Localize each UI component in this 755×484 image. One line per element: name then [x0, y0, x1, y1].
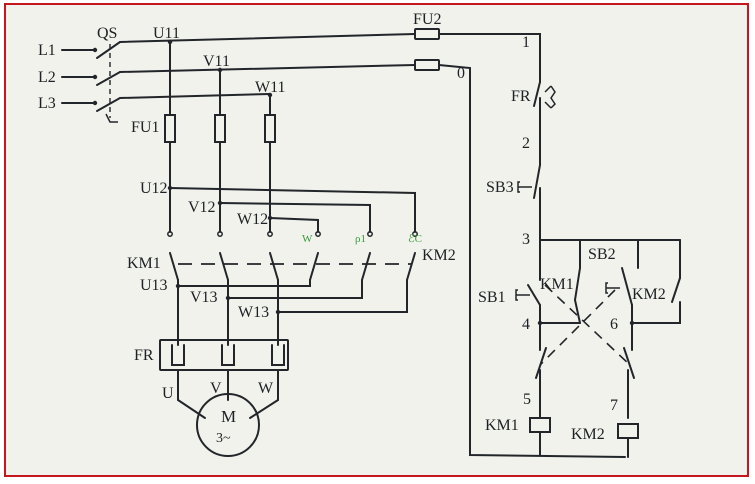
- motor-symbol: [196, 393, 260, 457]
- label-v12: V12: [188, 199, 216, 216]
- label-w11: W11: [255, 79, 286, 96]
- label-node-0: 0: [457, 65, 465, 82]
- label-node-7: 7: [610, 397, 618, 414]
- label-node-3: 3: [522, 231, 530, 248]
- km2-coil: [617, 423, 639, 439]
- label-motor-phase: 3~: [216, 431, 231, 446]
- label-u12: U12: [140, 180, 168, 197]
- label-faint-c: ℰC: [408, 233, 422, 245]
- label-u: U: [162, 385, 174, 402]
- label-v13: V13: [190, 289, 218, 306]
- label-w13: W13: [238, 304, 269, 321]
- label-fu1: FU1: [131, 119, 159, 136]
- control-circuit: [515, 81, 681, 458]
- label-node-4: 4: [522, 316, 530, 333]
- label-l2: L2: [38, 69, 56, 86]
- label-qs: QS: [97, 25, 117, 42]
- label-fr-control: FR: [511, 88, 531, 105]
- label-u11: U11: [153, 25, 180, 42]
- main-bus: [119, 28, 626, 458]
- label-w12: W12: [237, 211, 268, 228]
- label-km1-aux: KM1: [540, 276, 574, 293]
- label-fr-main: FR: [134, 347, 154, 364]
- label-l3: L3: [38, 95, 56, 112]
- label-l1: L1: [38, 42, 56, 59]
- label-km1-coil: KM1: [485, 417, 519, 434]
- label-km2-aux: KM2: [632, 286, 666, 303]
- label-node-5: 5: [523, 391, 531, 408]
- label-motor-m: M: [221, 407, 236, 426]
- label-faint-a: W: [302, 233, 313, 245]
- km1-coil: [529, 417, 551, 433]
- labels: L1 L2 L3 QS U11 V11 W11 FU1 FU2 U12 V12 …: [38, 11, 666, 446]
- label-faint-b: ρ1: [355, 233, 366, 245]
- supply-lines: [61, 41, 121, 123]
- label-sb1: SB1: [478, 289, 506, 306]
- label-node-6: 6: [610, 316, 618, 333]
- label-node-1: 1: [522, 34, 530, 51]
- main-circuit: [159, 39, 418, 457]
- label-km2-coil: KM2: [571, 426, 605, 443]
- label-fu2: FU2: [413, 11, 441, 28]
- label-v: V: [210, 380, 222, 397]
- label-sb2: SB2: [588, 246, 616, 263]
- label-v11: V11: [203, 53, 230, 70]
- label-km1-main: KM1: [127, 255, 161, 272]
- label-km2-main: KM2: [422, 247, 456, 264]
- label-sb3: SB3: [486, 179, 514, 196]
- label-u13: U13: [140, 277, 168, 294]
- label-node-2: 2: [522, 135, 530, 152]
- label-w: W: [258, 380, 274, 397]
